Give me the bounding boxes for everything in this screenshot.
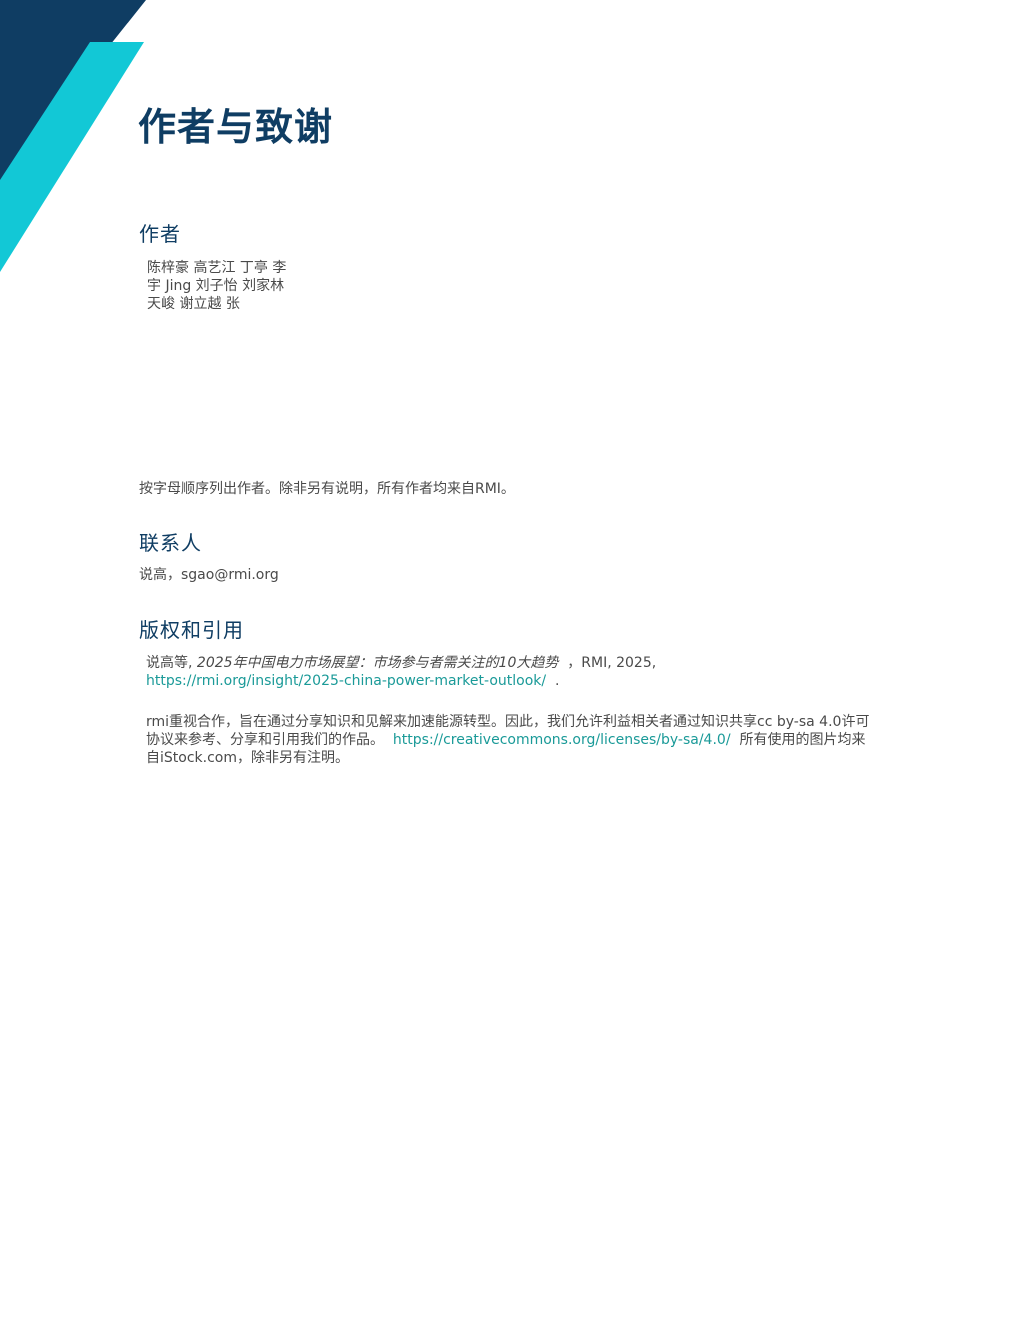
citation: 说高等, 2025年中国电力市场展望：市场参与者需关注的10大趋势 ，RMI, … xyxy=(146,654,866,690)
page-title: 作者与致谢 xyxy=(138,105,334,149)
contact-text: 说高，sgao@rmi.org xyxy=(139,567,279,583)
authors-note: 按字母顺序列出作者。除非另有说明，所有作者均来自RMI。 xyxy=(139,481,515,497)
cyan-stripe xyxy=(0,42,144,272)
license-text-part1: rmi重视合作，旨在通过分享知识和见解来加速能源转型。因此，我们允许利益相关者通… xyxy=(146,714,870,748)
license-text-part2: 所有使用的图片均来自iStock.com，除非另有注明。 xyxy=(146,732,866,766)
citation-title: 2025年中国电力市场展望：市场参与者需关注的10大趋势 xyxy=(196,655,559,671)
license-link[interactable]: https://creativecommons.org/licenses/by-… xyxy=(392,732,731,748)
authors-line: 天峻 谢立越 张 xyxy=(147,296,240,312)
authors-list: 陈梓豪 高艺江 丁亭 李 宇 Jing 刘子怡 刘家林 天峻 谢立越 张 xyxy=(147,259,317,313)
corner-decoration xyxy=(0,0,146,272)
authors-line: 陈梓豪 高艺江 丁亭 李 xyxy=(147,260,287,276)
citation-suffix: ，RMI, 2025, xyxy=(567,655,657,671)
citation-end: . xyxy=(555,673,560,689)
citation-prefix: 说高等, xyxy=(146,655,193,671)
copyright-heading: 版权和引用 xyxy=(139,618,244,642)
contact-heading: 联系人 xyxy=(139,531,202,555)
authors-line: 宇 Jing 刘子怡 刘家林 xyxy=(147,278,285,294)
authors-heading: 作者 xyxy=(139,222,181,246)
citation-link[interactable]: https://rmi.org/insight/2025-china-power… xyxy=(146,673,547,689)
license-text: rmi重视合作，旨在通过分享知识和见解来加速能源转型。因此，我们允许利益相关者通… xyxy=(146,713,871,767)
